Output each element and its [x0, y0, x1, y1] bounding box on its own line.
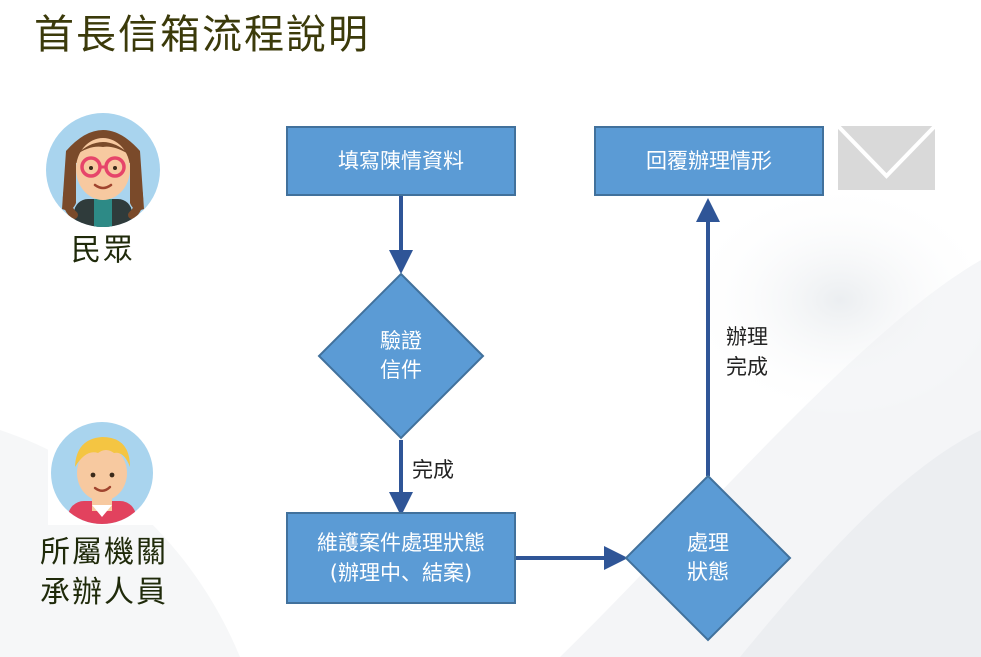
reply-label: 回覆辦理情形 [646, 149, 772, 173]
boy-blonde-avatar [48, 421, 156, 525]
status-label-line1: 處理 [687, 531, 729, 555]
reply-node: 回覆辦理情形 [594, 126, 824, 196]
status-diamond-text: 處理 狀態 [658, 528, 758, 588]
verify-label-line1: 驗證 [380, 329, 422, 353]
verify-diamond [317, 272, 485, 440]
verify-diamond-text: 驗證 信件 [351, 326, 451, 386]
agency-label-line2: 承辦人員 [40, 575, 168, 610]
status-diamond [624, 474, 792, 642]
maintain-status-label-line2: (辦理中、結案) [329, 561, 473, 585]
page-title: 首長信箱流程說明 [34, 12, 370, 58]
status-label-line2: 狀態 [687, 560, 729, 584]
fill-form-label: 填寫陳情資料 [338, 149, 464, 173]
fill-form-node: 填寫陳情資料 [286, 126, 516, 196]
envelope-icon [838, 126, 935, 190]
girl-with-glasses-avatar [46, 113, 160, 227]
handle-done-label-line2: 完成 [726, 355, 768, 379]
verify-label-line2: 信件 [380, 358, 422, 382]
citizen-label: 民眾 [71, 233, 135, 268]
maintain-status-label-line1: 維護案件處理狀態 [317, 531, 485, 555]
verify-done-label: 完成 [412, 458, 454, 482]
handle-done-label-line1: 辦理 [726, 325, 768, 349]
maintain-status-node: 維護案件處理狀態 (辦理中、結案) [286, 512, 516, 604]
agency-label-line1: 所屬機關 [40, 535, 168, 570]
